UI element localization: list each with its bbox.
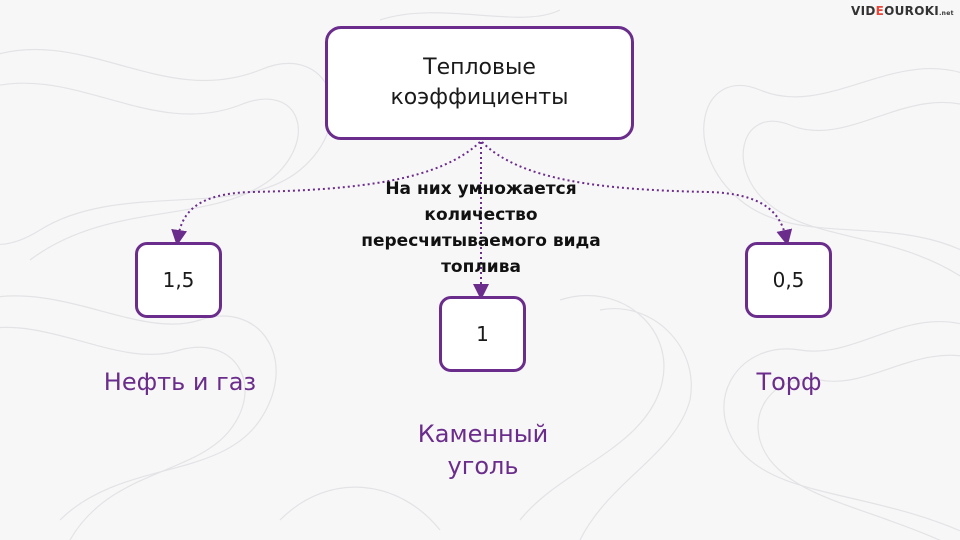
coal-coefficient-box: 1	[439, 296, 526, 372]
peat-label: Торф	[756, 368, 822, 396]
oil-gas-coefficient-box: 1,5	[135, 242, 222, 318]
videouroki-logo: VIDEOUROKI.net	[851, 4, 954, 18]
coal-label: Каменный уголь	[417, 420, 549, 480]
peat-coefficient-value: 0,5	[772, 268, 805, 292]
thermal-coefficients-box: Тепловые коэффициенты	[325, 26, 634, 140]
arrow-to-peat	[481, 141, 793, 246]
peat-coefficient-box: 0,5	[745, 242, 832, 318]
coal-coefficient-value: 1	[476, 322, 489, 346]
arrow-to-oil-gas	[171, 141, 481, 246]
main-title-line1: Тепловые	[423, 55, 536, 80]
oil-gas-coefficient-value: 1,5	[162, 268, 195, 292]
main-title-line2: коэффициенты	[390, 85, 569, 110]
multiplication-note: На них умножается количество пересчитыва…	[361, 179, 601, 277]
oil-gas-label: Нефть и газ	[103, 368, 257, 396]
